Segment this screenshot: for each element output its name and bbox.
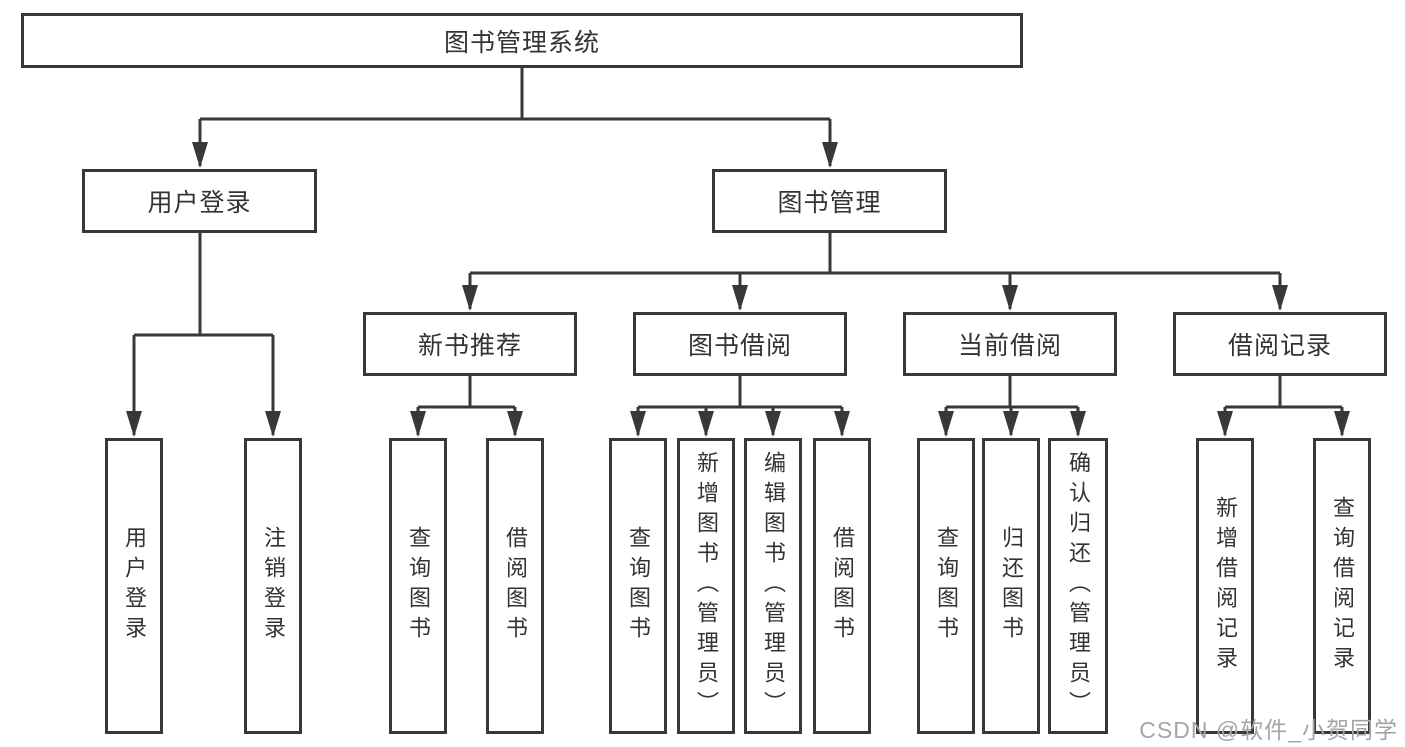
node-library-system: 图书管理系统: [21, 13, 1023, 68]
node-book-management: 图书管理: [712, 169, 947, 233]
leaf-borrow-edit-book-admin: 编辑图书（管理员）: [744, 438, 802, 734]
leaf-borrow-add-book-admin: 新增图书（管理员）: [677, 438, 735, 734]
leaf-newbooks-borrow-book: 借阅图书: [486, 438, 544, 734]
leaf-current-query-book: 查询图书: [917, 438, 975, 734]
leaf-current-confirm-return-admin: 确认归还（管理员）: [1048, 438, 1108, 734]
leaf-borrow-query-book: 查询图书: [609, 438, 667, 734]
leaf-records-add-record: 新增借阅记录: [1196, 438, 1254, 734]
csdn-watermark: CSDN @软件_小贺同学: [1139, 717, 1398, 743]
node-new-book-recommend: 新书推荐: [363, 312, 577, 376]
node-current-borrow: 当前借阅: [903, 312, 1117, 376]
node-borrow-records: 借阅记录: [1173, 312, 1387, 376]
leaf-user-login: 用户登录: [105, 438, 163, 734]
node-user-login: 用户登录: [82, 169, 317, 233]
leaf-borrow-borrow-book: 借阅图书: [813, 438, 871, 734]
leaf-records-query-record: 查询借阅记录: [1313, 438, 1371, 734]
leaf-newbooks-query-book: 查询图书: [389, 438, 447, 734]
leaf-current-return-book: 归还图书: [982, 438, 1040, 734]
leaf-logout: 注销登录: [244, 438, 302, 734]
node-book-borrow: 图书借阅: [633, 312, 847, 376]
